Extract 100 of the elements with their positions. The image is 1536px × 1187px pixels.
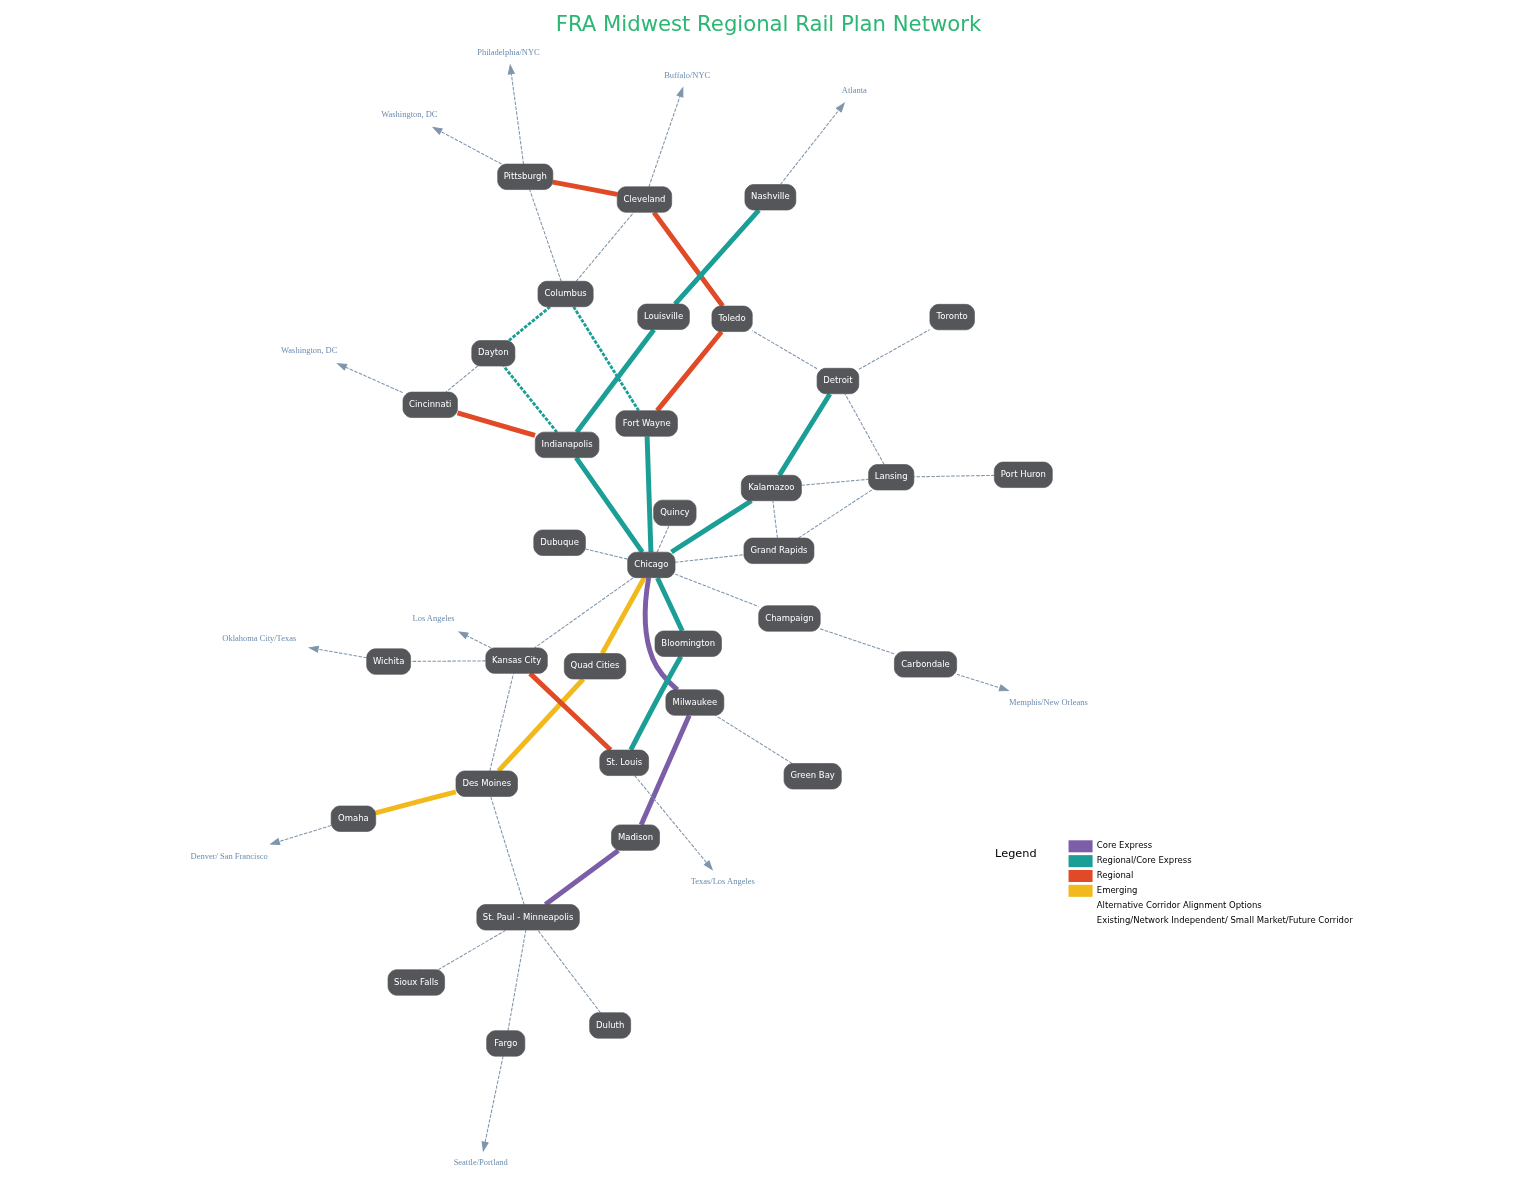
node-box: Port Huron — [993, 461, 1053, 488]
node-box: Louisville — [636, 303, 690, 330]
node-box: Pittsburgh — [496, 163, 553, 190]
connector — [599, 576, 646, 655]
node-box: Grand Rapids — [743, 537, 814, 564]
connector — [819, 628, 895, 655]
arrow — [507, 63, 524, 165]
node-box: Duluth — [588, 1012, 631, 1039]
connector — [751, 330, 818, 370]
connector — [456, 410, 536, 438]
connector — [528, 189, 562, 282]
node-text: Washington, DC — [380, 108, 438, 119]
arrow — [335, 363, 403, 394]
node-box: Dubuque — [532, 529, 586, 556]
arrow — [647, 86, 683, 188]
node-text: Memphis/New Orleans — [1008, 697, 1088, 708]
node-box: Nashville — [744, 184, 796, 211]
node-box: Detroit — [816, 367, 859, 395]
node-box: Toledo — [711, 305, 753, 332]
node-box: Des Moines — [455, 770, 518, 797]
arrow — [431, 126, 502, 165]
node-text: Denver/ San Francisco — [190, 850, 268, 861]
connector — [771, 500, 778, 539]
connector — [674, 573, 759, 607]
node-box: Madison — [610, 824, 660, 851]
node-text: Atlanta — [841, 84, 867, 95]
connector — [844, 393, 885, 465]
arrow — [481, 1055, 504, 1153]
connector — [642, 577, 679, 692]
node-text: Buffalo/NYC — [663, 69, 710, 80]
connector — [654, 576, 684, 632]
node-box: St. Louis — [598, 749, 649, 776]
connector — [575, 211, 634, 282]
arrow — [457, 631, 491, 649]
arrow — [779, 102, 845, 185]
node-box: Champaign — [757, 605, 821, 632]
connector — [409, 660, 486, 662]
node-box: Milwaukee — [665, 689, 724, 716]
connector — [776, 392, 832, 477]
node-box: Sioux Falls — [387, 969, 445, 996]
connector — [507, 305, 551, 342]
node-box: Toronto — [929, 304, 975, 331]
node-text: Los Angeles — [412, 613, 455, 624]
node-box: Columbus — [537, 280, 593, 308]
legend-label: Emerging — [1096, 885, 1137, 896]
connector — [573, 456, 644, 554]
legend-label: Core Express — [1096, 840, 1152, 851]
node-box: Dayton — [470, 340, 515, 367]
node-text: Philadelphia/NYC — [476, 46, 540, 57]
connector — [489, 795, 525, 905]
node-box: Bloomington — [654, 630, 722, 657]
connector — [374, 789, 456, 816]
connector — [488, 672, 514, 772]
diagram-title: FRA Midwest Regional Rail Plan Network — [555, 10, 981, 36]
node-text: Seattle/Portland — [453, 1157, 508, 1168]
connector — [584, 548, 628, 560]
node-box: St. Paul - Minneapolis — [476, 904, 580, 931]
connector — [551, 179, 618, 197]
connector — [628, 655, 683, 752]
node-box: Wichita — [365, 648, 411, 675]
connector — [444, 365, 478, 393]
connector — [644, 436, 653, 553]
node-box: Chicago — [626, 551, 675, 578]
arrow — [268, 825, 331, 845]
connector — [797, 489, 872, 539]
connector — [714, 714, 793, 764]
connector — [638, 714, 691, 826]
legend-label: Alternative Corridor Alignment Options — [1096, 899, 1262, 910]
connector — [507, 929, 526, 1032]
node-box: Lansing — [867, 464, 914, 491]
node-box: Indianapolis — [534, 431, 599, 458]
node-text: Washington, DC — [280, 345, 337, 356]
connector — [536, 929, 601, 1014]
connector — [674, 554, 744, 563]
arrow — [633, 775, 713, 871]
node-box: Omaha — [330, 805, 376, 832]
node-text: Texas/Los Angeles — [690, 876, 755, 887]
arrow — [955, 673, 1010, 692]
node-box: Fort Wayne — [615, 410, 678, 437]
legend-label: Regional — [1096, 870, 1133, 881]
connector — [574, 328, 656, 434]
node-box: Carbondale — [893, 651, 957, 678]
connector — [913, 474, 995, 478]
arrow — [307, 645, 367, 659]
connector — [571, 306, 640, 412]
node-box: Kalamazoo — [740, 474, 802, 502]
node-box: Kansas City — [484, 647, 548, 674]
connector — [656, 525, 670, 553]
node-box: Quad Cities — [563, 653, 626, 680]
connector — [800, 478, 869, 486]
connector — [502, 365, 558, 434]
connector — [857, 329, 930, 370]
legend-label: Existing/Network Independent/ Small Market/Future Corridor — [1096, 914, 1353, 925]
node-box: Cleveland — [616, 186, 672, 213]
node-box: Cincinnati — [402, 391, 458, 418]
node-box: Green Bay — [783, 763, 842, 790]
node-text: Oklahoma City/Texas — [221, 633, 296, 644]
node-box: Quincy — [652, 499, 696, 526]
node-box: Fargo — [485, 1030, 525, 1057]
label: Legend — [994, 846, 1037, 860]
